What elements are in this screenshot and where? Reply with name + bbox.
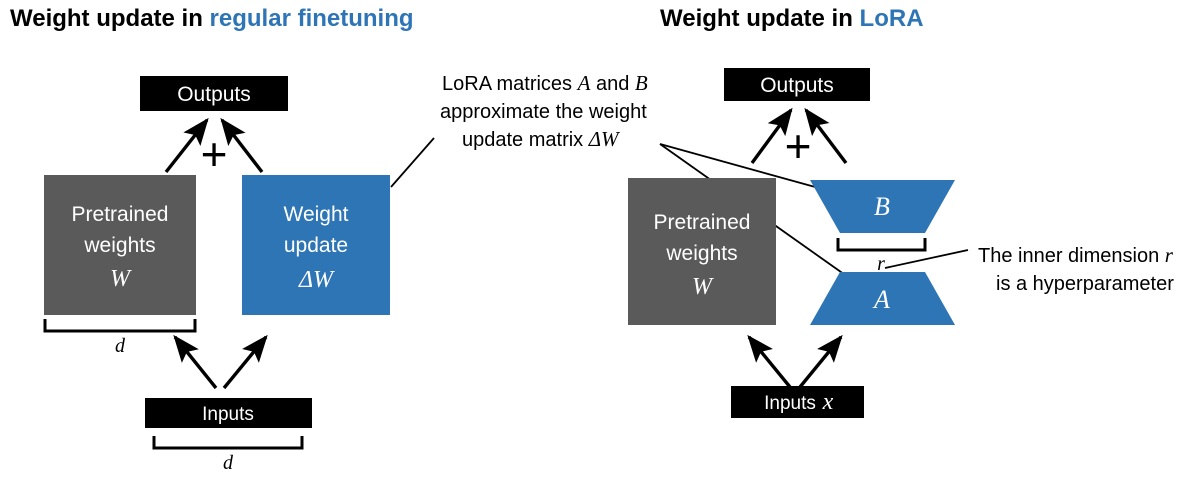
left-arrow-inputs-to-update — [222, 334, 268, 390]
right-arrow-b-to-outputs — [804, 107, 848, 165]
leader-line-to-matrix-b — [659, 143, 827, 191]
right-arrow-weights-to-outputs — [750, 107, 793, 165]
left-weight-update-box — [242, 175, 390, 315]
left-pretrained-line2: weights — [83, 234, 155, 257]
right-pretrained-line2: weights — [665, 242, 737, 265]
left-plus-symbol: + — [201, 128, 228, 180]
center-annotation-line1: LoRA matrices A and B — [442, 71, 648, 95]
center-anno-line1-mid: and — [590, 73, 634, 95]
right-plus-symbol: + — [785, 120, 812, 172]
center-anno-math-a: A — [576, 71, 591, 95]
center-annotation-line3: update matrix ΔW — [462, 127, 621, 151]
matrix-a-trapezoid — [810, 272, 955, 325]
right-annotation-line1: The inner dimension r — [978, 243, 1174, 267]
center-anno-math-b: B — [635, 71, 648, 95]
left-bracket-d-weights — [43, 319, 197, 333]
left-outputs-label: Outputs — [177, 83, 251, 106]
left-panel-title: Weight update in regular finetuning — [10, 5, 414, 32]
matrix-b-label: B — [874, 192, 890, 221]
right-arrow-inputs-to-a — [798, 334, 843, 389]
left-bracket-d-inputs — [152, 436, 304, 450]
left-bracket-d-inputs-label: d — [223, 452, 234, 474]
right-outputs-box — [724, 68, 870, 101]
left-update-math-deltaw: ΔW — [298, 267, 335, 293]
left-pretrained-math-w: W — [110, 266, 132, 292]
left-title-prefix: Weight update in — [10, 5, 210, 32]
left-arrow-weights-to-outputs — [164, 117, 209, 174]
right-inputs-math-x: x — [822, 389, 834, 415]
matrix-b-trapezoid — [810, 180, 955, 233]
right-pretrained-math-w: W — [692, 274, 714, 300]
left-outputs-box — [140, 76, 288, 111]
left-bracket-d-weights-label: d — [115, 335, 126, 357]
right-title-accent: LoRA — [860, 5, 924, 32]
left-inputs-label: Inputs — [202, 404, 254, 425]
right-inputs-box — [731, 386, 864, 418]
left-update-line1: Weight — [284, 203, 349, 226]
center-anno-math-deltaw: ΔW — [588, 127, 621, 151]
right-annotation-line2: is a hyperparameter — [996, 273, 1174, 295]
leader-line-to-weight-update — [390, 137, 435, 188]
right-pretrained-weights-box — [628, 178, 776, 325]
center-anno-line1-pre: LoRA matrices — [442, 73, 578, 95]
left-pretrained-weights-box — [44, 175, 196, 315]
right-panel-title: Weight update in LoRA — [660, 5, 924, 32]
left-pretrained-line1: Pretrained — [72, 203, 169, 226]
bracket-r-label: r — [877, 253, 885, 275]
bracket-r — [836, 238, 927, 252]
leader-line-to-r-bracket — [884, 249, 969, 269]
right-anno-math-r: r — [1165, 243, 1174, 267]
matrix-a-label: A — [872, 285, 890, 314]
left-arrow-inputs-to-weights — [173, 334, 218, 390]
left-inputs-box — [145, 398, 312, 428]
right-anno-line1-pre: The inner dimension — [978, 245, 1165, 267]
center-anno-line3-pre: update matrix — [462, 129, 589, 151]
left-arrow-update-to-outputs — [220, 117, 264, 174]
right-inputs-label: Inputs — [764, 393, 816, 414]
left-update-line2: update — [284, 234, 348, 257]
right-pretrained-line1: Pretrained — [654, 211, 751, 234]
right-outputs-label: Outputs — [760, 74, 834, 97]
right-arrow-inputs-to-weights — [747, 334, 792, 389]
center-annotation-line2: approximate the weight — [440, 101, 647, 123]
right-title-prefix: Weight update in — [660, 5, 860, 32]
left-title-accent: regular finetuning — [210, 5, 414, 32]
